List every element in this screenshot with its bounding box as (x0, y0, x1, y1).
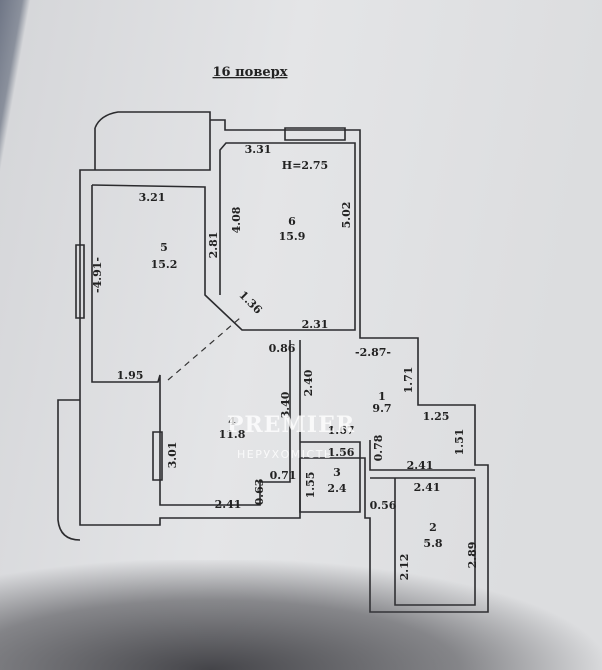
room-4-number: 4 (228, 415, 236, 428)
dim-label: 2.41 (414, 481, 441, 494)
dim-label: 3.21 (139, 191, 166, 204)
dim-label: 2.40 (302, 369, 315, 396)
dim-label: 1.55 (304, 472, 317, 499)
dim-label: 3.01 (166, 442, 179, 469)
room-2-number: 2 (429, 521, 437, 534)
floor-title: 16 поверх (213, 65, 288, 80)
dim-label: 0.71 (270, 469, 297, 482)
room-3-area: 2.4 (327, 482, 346, 495)
photo-shadow (0, 560, 602, 670)
dim-label: 0.63 (253, 479, 266, 506)
walls (57, 111, 489, 613)
dim-label: 0.78 (372, 434, 385, 461)
dim-label: -4.91- (91, 257, 104, 293)
dim-label: 2.31 (302, 318, 329, 331)
dim-label: 3.31 (245, 143, 272, 156)
dim-label: 3.40 (279, 391, 292, 418)
watermark-brand: PREMIER (227, 412, 355, 438)
dim-label: 0.56 (370, 499, 397, 512)
dim-label: 1.56 (328, 446, 355, 459)
dim-label: 1.25 (423, 410, 450, 423)
dim-label: 2.41 (215, 498, 242, 511)
dim-label: 2.81 (207, 232, 220, 259)
dim-label: -2.87- (355, 346, 391, 359)
room-5-area: 15.2 (151, 258, 178, 271)
room-1-area: 9.7 (372, 402, 391, 415)
ceiling-height-label: H=2.75 (282, 159, 328, 172)
dim-label: 1.51 (453, 429, 466, 456)
room-6-number: 6 (288, 215, 296, 228)
dim-label: 1.36 (236, 288, 264, 316)
dim-label: 1.71 (402, 367, 415, 394)
room-2-area: 5.8 (423, 537, 442, 550)
room-1-number: 1 (378, 390, 386, 403)
dim-label: 1.67 (328, 424, 355, 437)
room-3-number: 3 (333, 466, 341, 479)
room-4-area: 11.8 (219, 428, 246, 441)
dim-label: 2.41 (407, 459, 434, 472)
dim-label: 5.02 (340, 202, 353, 229)
watermark-subtitle: НЕРУХОМІСТЬ (237, 448, 333, 461)
dim-label: 1.95 (117, 369, 144, 382)
dim-label: 0.86 (269, 342, 296, 355)
dim-label: 4.08 (230, 206, 243, 233)
room-6-area: 15.9 (279, 230, 306, 243)
room-5-number: 5 (160, 241, 168, 254)
